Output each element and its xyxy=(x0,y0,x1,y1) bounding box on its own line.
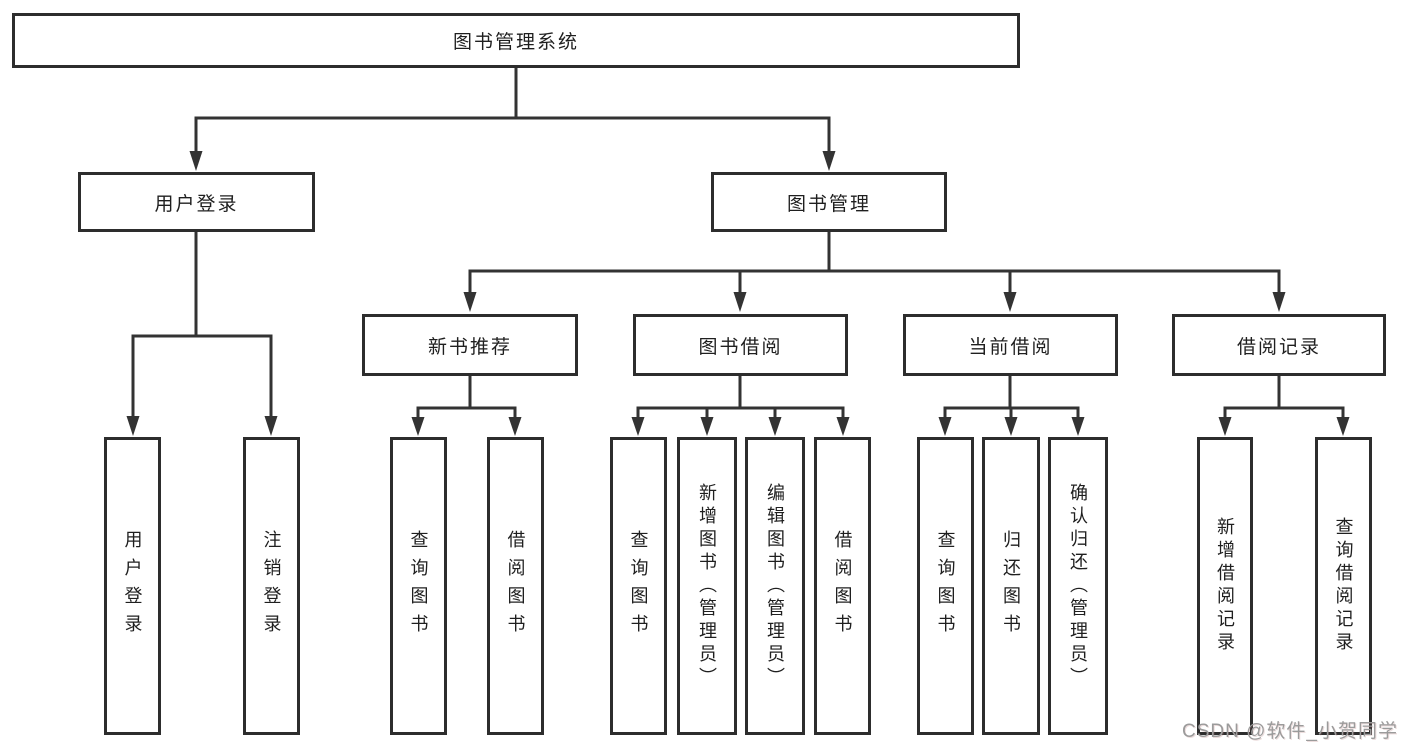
node-label: 图书借阅 xyxy=(698,336,783,358)
arrowhead xyxy=(508,417,522,436)
arrowhead xyxy=(1071,417,1085,436)
arrowhead xyxy=(768,417,782,436)
arrowhead xyxy=(700,417,714,436)
node-user-login: 用户登录 xyxy=(78,172,315,232)
node-book-borrowing: 图书借阅 xyxy=(633,314,848,376)
node-label: 新书推荐 xyxy=(427,336,512,358)
arrowhead xyxy=(733,292,747,312)
arrowhead xyxy=(189,151,203,171)
node-label: 借阅记录 xyxy=(1236,336,1321,358)
arrowhead xyxy=(1004,417,1018,436)
leaf-current-return-books: 归还图书 xyxy=(982,437,1040,735)
node-label: 用户登录 xyxy=(154,193,239,215)
leaf-records-add-borrow-record: 新增借阅记录 xyxy=(1197,437,1253,735)
node-library-management-system: 图书管理系统 xyxy=(12,13,1020,68)
node-current-borrowing: 当前借阅 xyxy=(903,314,1118,376)
leaf-newbook-borrow-books: 借阅图书 xyxy=(487,437,544,735)
arrowhead xyxy=(631,417,645,436)
arrowhead xyxy=(264,416,278,436)
leaf-label: 新增借阅记录 xyxy=(1215,517,1235,655)
leaf-label: 用户登录 xyxy=(122,530,143,642)
leaf-current-confirm-return-admin: 确认归还（管理员） xyxy=(1048,437,1108,735)
arrowhead xyxy=(1336,417,1350,436)
leaf-records-query-borrow-record: 查询借阅记录 xyxy=(1315,437,1372,735)
leaf-label: 借阅图书 xyxy=(832,530,853,642)
leaf-label: 查询图书 xyxy=(408,530,429,642)
leaf-current-query-books: 查询图书 xyxy=(917,437,974,735)
node-label: 图书管理 xyxy=(786,193,871,215)
leaf-label: 新增图书（管理员） xyxy=(697,482,717,690)
arrowhead xyxy=(836,417,850,436)
leaf-borrowing-query-books: 查询图书 xyxy=(610,437,667,735)
arrowhead xyxy=(938,417,952,436)
csdn-watermark: CSDN @软件_小贺同学 xyxy=(1182,721,1398,742)
arrowhead xyxy=(411,417,425,436)
leaf-borrowing-add-books-admin: 新增图书（管理员） xyxy=(677,437,737,735)
leaf-label: 确认归还（管理员） xyxy=(1068,482,1088,690)
node-new-book-recommend: 新书推荐 xyxy=(362,314,578,376)
leaf-label: 借阅图书 xyxy=(505,530,526,642)
leaf-newbook-query-books: 查询图书 xyxy=(390,437,447,735)
leaf-label: 查询图书 xyxy=(628,530,649,642)
leaf-borrowing-edit-books-admin: 编辑图书（管理员） xyxy=(745,437,805,735)
leaf-label: 查询借阅记录 xyxy=(1333,517,1354,655)
leaf-label: 归还图书 xyxy=(1001,530,1021,642)
leaf-borrowing-borrow-books: 借阅图书 xyxy=(814,437,871,735)
leaf-label: 编辑图书（管理员） xyxy=(765,482,785,690)
arrowhead xyxy=(822,151,836,171)
arrowhead xyxy=(1272,292,1286,312)
leaf-logout-login: 注销登录 xyxy=(243,437,300,735)
arrowhead xyxy=(126,416,140,436)
leaf-user-login: 用户登录 xyxy=(104,437,161,735)
node-label: 当前借阅 xyxy=(968,336,1053,358)
node-borrowing-records: 借阅记录 xyxy=(1172,314,1386,376)
node-book-management: 图书管理 xyxy=(711,172,947,232)
leaf-label: 注销登录 xyxy=(261,530,282,642)
leaf-label: 查询图书 xyxy=(935,530,956,642)
arrowhead xyxy=(1218,417,1232,436)
arrowhead xyxy=(1003,292,1017,312)
arrowhead xyxy=(463,292,477,312)
node-label: 图书管理系统 xyxy=(452,32,579,53)
